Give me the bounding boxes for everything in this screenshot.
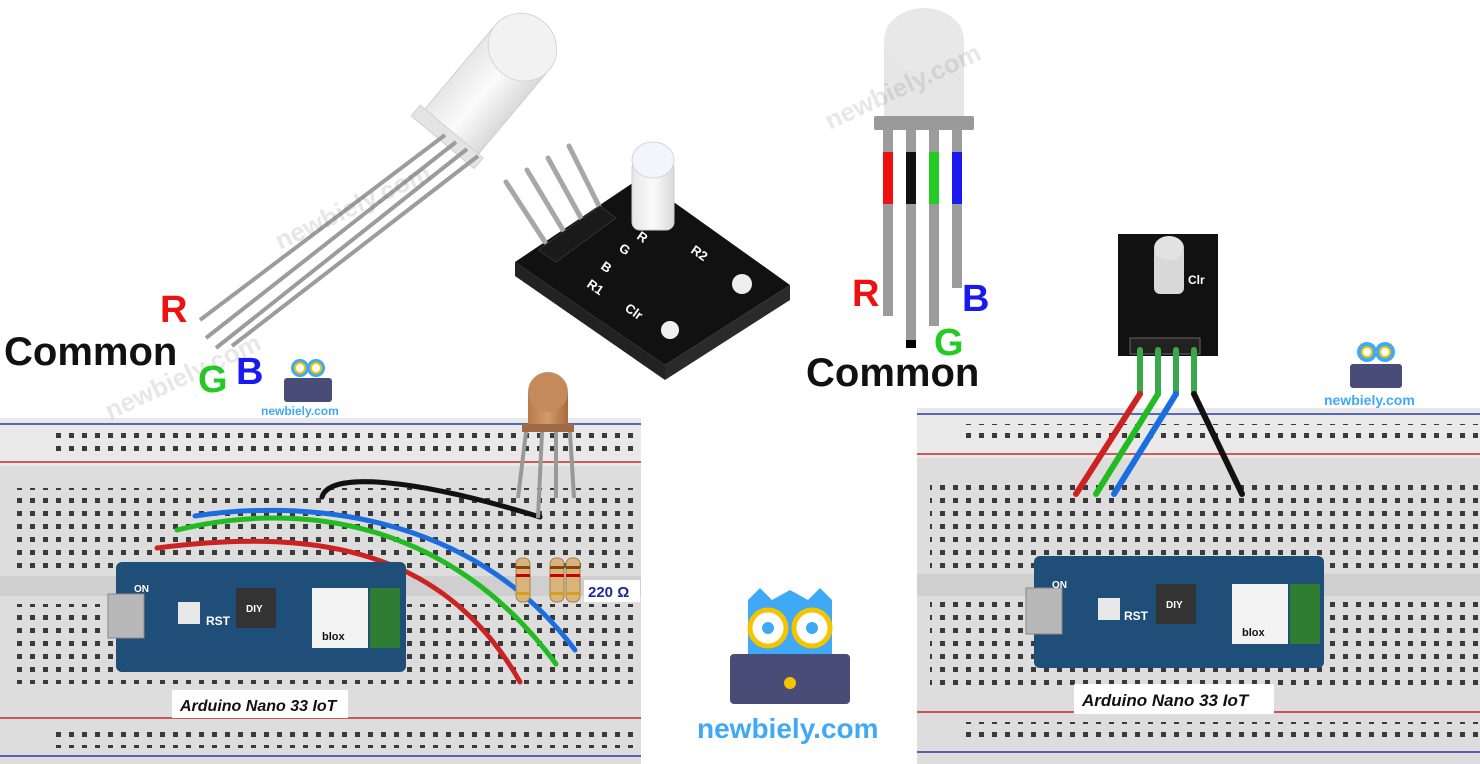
ublox-right: blox — [1242, 627, 1265, 639]
wires-right — [1073, 347, 1245, 497]
owl-logo-center — [730, 588, 850, 704]
label-g-left: G — [198, 359, 228, 401]
arduino-nano-right: RST ON blox DIY — [1025, 556, 1324, 668]
rgb-module-right: Clr — [1118, 234, 1218, 356]
led-on-breadboard — [516, 372, 576, 519]
diy-left: DIY — [246, 604, 263, 615]
owl-logo-small-left — [284, 359, 332, 402]
board-label-right: Arduino Nano 33 IoT — [1081, 691, 1250, 710]
board-label-left: Arduino Nano 33 IoT — [179, 698, 338, 715]
arduino-nano-left: RST ON blox DIY — [107, 562, 406, 672]
label-b-right: B — [962, 278, 989, 320]
resistor-label: 220 Ω — [588, 584, 629, 601]
ublox-left: blox — [322, 631, 345, 643]
on-label-left: ON — [134, 584, 149, 595]
resistors — [515, 557, 581, 603]
label-common-right: Common — [806, 351, 979, 395]
rst-label-right: RST — [1124, 609, 1149, 623]
brand-center: newbiely.com — [697, 713, 879, 744]
label-b-left: B — [236, 351, 263, 393]
owl-logo-small-right — [1350, 342, 1402, 388]
label-r-right: R — [852, 273, 879, 315]
rgb-led-straight — [874, 8, 974, 348]
rgb-led-angled — [198, 12, 558, 350]
rgb-led-module: B G R R2 R1 Clr — [503, 141, 790, 380]
module-right-clr: Clr — [1188, 273, 1205, 287]
rst-label-left: RST — [206, 614, 231, 628]
label-common-left: Common — [4, 330, 177, 374]
on-label-right: ON — [1052, 580, 1067, 591]
brand-small-left: newbiely.com — [261, 404, 339, 418]
label-r-left: R — [160, 289, 187, 331]
brand-small-right: newbiely.com — [1324, 392, 1415, 408]
diy-right: DIY — [1166, 600, 1183, 611]
label-g-right: G — [934, 322, 964, 364]
